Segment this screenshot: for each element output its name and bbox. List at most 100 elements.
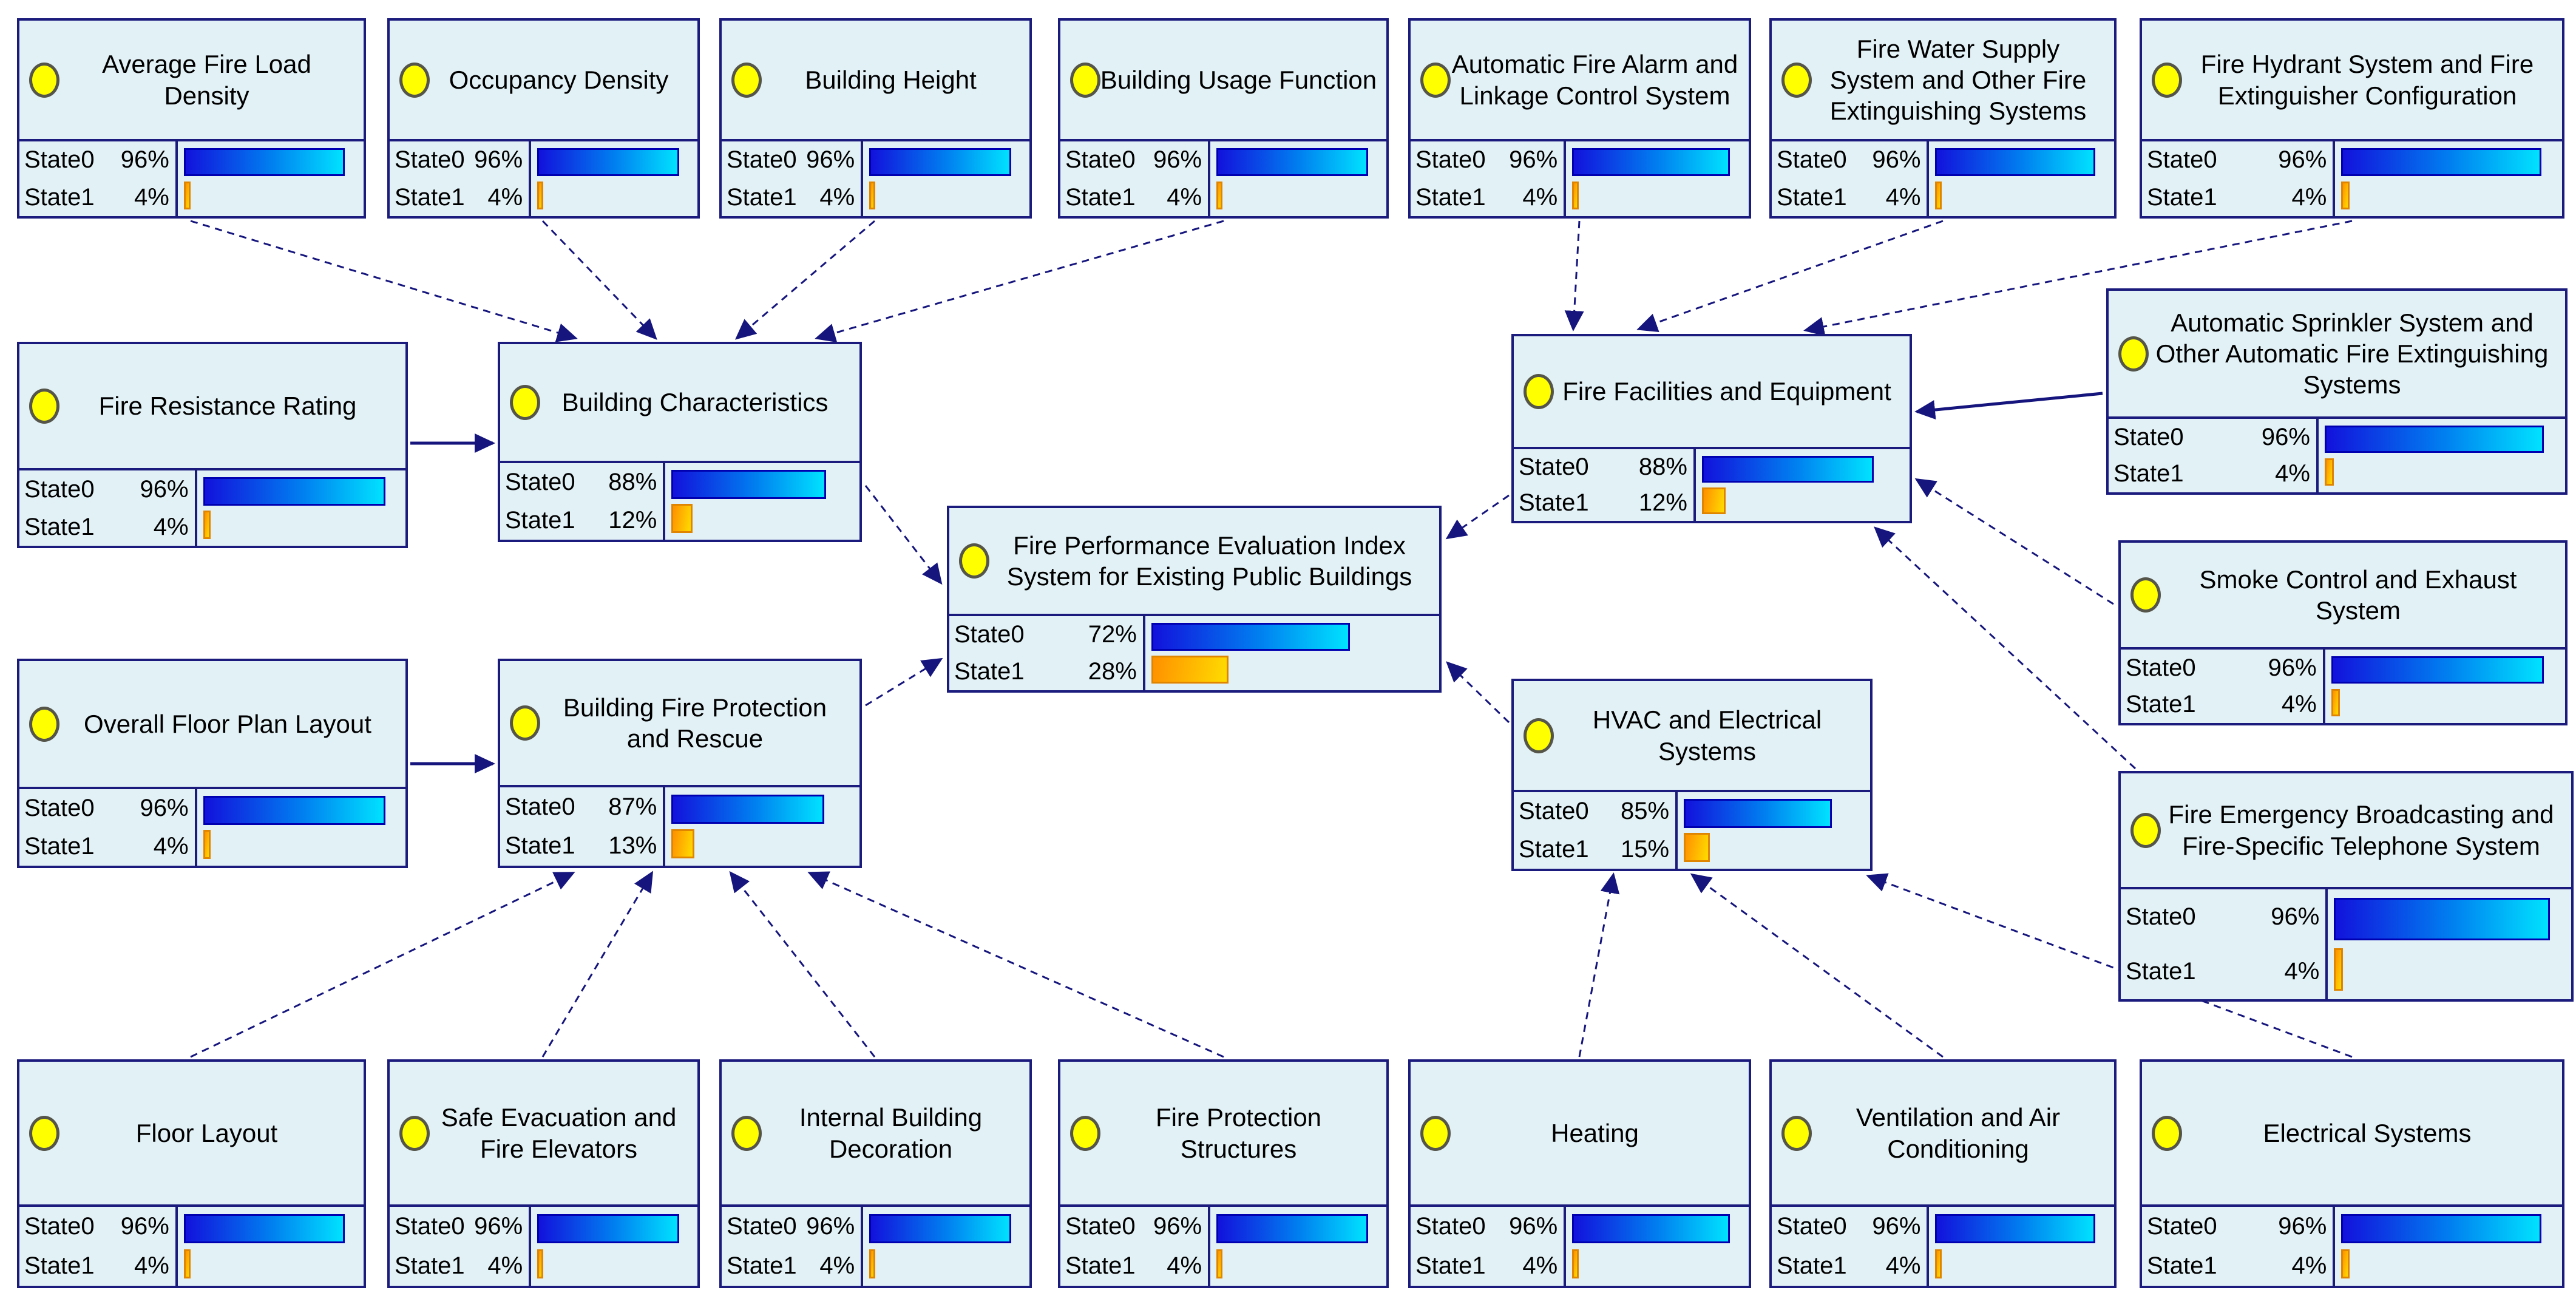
state-percent: 96% (2278, 146, 2327, 174)
state-label: State0 (24, 475, 95, 503)
node-safe-evacuation-fire-elevators[interactable]: Safe Evacuation and Fire Elevators State… (387, 1059, 700, 1288)
state-percent: 4% (134, 183, 169, 211)
state1-bar (2331, 688, 2340, 716)
node-title: Average Fire Load Density (102, 50, 311, 110)
state-percent: 4% (487, 1252, 523, 1279)
node-title: Fire Emergency Broadcasting and Fire-Spe… (2168, 800, 2554, 860)
state-percent: 4% (2281, 691, 2317, 718)
edge-avg-fire-load-to-building-characteristics (190, 220, 578, 342)
edge-electrical-systems-to-hvac (1866, 873, 2353, 1058)
node-title: Automatic Sprinkler System and Other Aut… (2155, 308, 2549, 399)
edge-building-characteristics-to-fire-performance-index (864, 485, 943, 585)
state0-bar (1216, 1214, 1368, 1244)
node-fire-emergency-broadcasting[interactable]: Fire Emergency Broadcasting and Fire-Spe… (2118, 771, 2574, 1002)
node-title: Electrical Systems (2263, 1118, 2472, 1147)
state-percent: 96% (140, 475, 189, 503)
state-percent: 88% (608, 469, 657, 495)
state1-bar (2341, 181, 2350, 209)
node-title: Ventilation and Air Conditioning (1856, 1103, 2061, 1163)
node-automatic-fire-alarm-linkage[interactable]: Automatic Fire Alarm and Linkage Control… (1408, 18, 1751, 219)
node-ventilation-air-conditioning[interactable]: Ventilation and Air Conditioning State0 9… (1769, 1059, 2117, 1288)
state0-bar (2334, 897, 2551, 940)
state1-bar (1151, 656, 1229, 684)
state0-bar (869, 1214, 1012, 1244)
node-title: Fire Water Supply System and Other Fire … (1829, 34, 2087, 126)
node-state-icon (2152, 1115, 2182, 1151)
state1-bar (2341, 1249, 2350, 1279)
state-percent: 96% (140, 795, 189, 821)
node-title: Building Characteristics (561, 388, 829, 417)
state0-bar (1684, 799, 1832, 828)
state-percent: 96% (2261, 423, 2310, 450)
state1-bar (1572, 1249, 1579, 1279)
edge-fire-protection-structures-to-building-fire-protection (807, 871, 1224, 1058)
node-state-icon (1781, 62, 1812, 98)
state-label: State0 (727, 1213, 797, 1240)
node-fire-hydrant-extinguisher[interactable]: Fire Hydrant System and Fire Extinguishe… (2140, 18, 2564, 219)
state-percent: 96% (120, 146, 169, 174)
node-state-icon (1524, 718, 1554, 753)
state1-bar (671, 829, 694, 859)
node-title: Fire Resistance Rating (98, 392, 357, 421)
node-fire-water-supply[interactable]: Fire Water Supply System and Other Fire … (1769, 18, 2117, 219)
state-label: State0 (395, 1213, 465, 1240)
state-label: State0 (727, 146, 797, 174)
state1-bar (869, 181, 875, 209)
node-state-icon (510, 385, 540, 420)
state-percent: 4% (819, 1252, 855, 1279)
state-label: State0 (1777, 1213, 1847, 1240)
state-percent: 4% (2291, 1252, 2327, 1279)
node-state-icon (2130, 812, 2161, 848)
node-automatic-sprinkler[interactable]: Automatic Sprinkler System and Other Aut… (2106, 288, 2568, 495)
state-percent: 13% (608, 832, 657, 860)
node-building-fire-protection-rescue[interactable]: Building Fire Protection and Rescue Stat… (498, 659, 862, 868)
state-label: State1 (2126, 958, 2196, 985)
node-state-icon (29, 706, 59, 742)
state-label: State0 (1415, 1213, 1486, 1240)
state-label: State0 (1519, 453, 1589, 480)
state-percent: 85% (1620, 798, 1670, 824)
state-percent: 4% (819, 183, 855, 211)
state-percent: 96% (1872, 1213, 1921, 1240)
node-state-icon (731, 62, 762, 98)
edge-smoke-control-to-fire-facilities (1914, 478, 2114, 605)
state1-bar (1216, 181, 1223, 209)
node-title: Overall Floor Plan Layout (84, 709, 371, 738)
state-label: State1 (2126, 691, 2196, 718)
node-title: Building Fire Protection and Rescue (563, 693, 827, 753)
state0-bar (1572, 1214, 1730, 1244)
state-label: State1 (1065, 1252, 1136, 1279)
state-label: State1 (954, 658, 1025, 685)
node-state-icon (2130, 577, 2161, 613)
state0-bar (537, 148, 680, 177)
edge-internal-decoration-to-building-fire-protection (729, 871, 876, 1057)
node-fire-performance-index[interactable]: Fire Performance Evaluation Index System… (947, 506, 1442, 693)
state0-bar (1935, 148, 2096, 177)
state-label: State1 (727, 183, 797, 211)
edge-fire-facilities-to-fire-performance-index (1445, 494, 1510, 540)
state-percent: 96% (806, 1213, 855, 1240)
node-title: Internal Building Decoration (799, 1103, 983, 1163)
state-percent: 96% (474, 1213, 523, 1240)
node-title: Heating (1551, 1118, 1639, 1147)
edge-automatic-sprinkler-to-fire-facilities (1914, 392, 2103, 419)
edge-safe-evacuation-to-building-fire-protection (541, 871, 654, 1057)
state0-bar (1935, 1214, 2096, 1244)
